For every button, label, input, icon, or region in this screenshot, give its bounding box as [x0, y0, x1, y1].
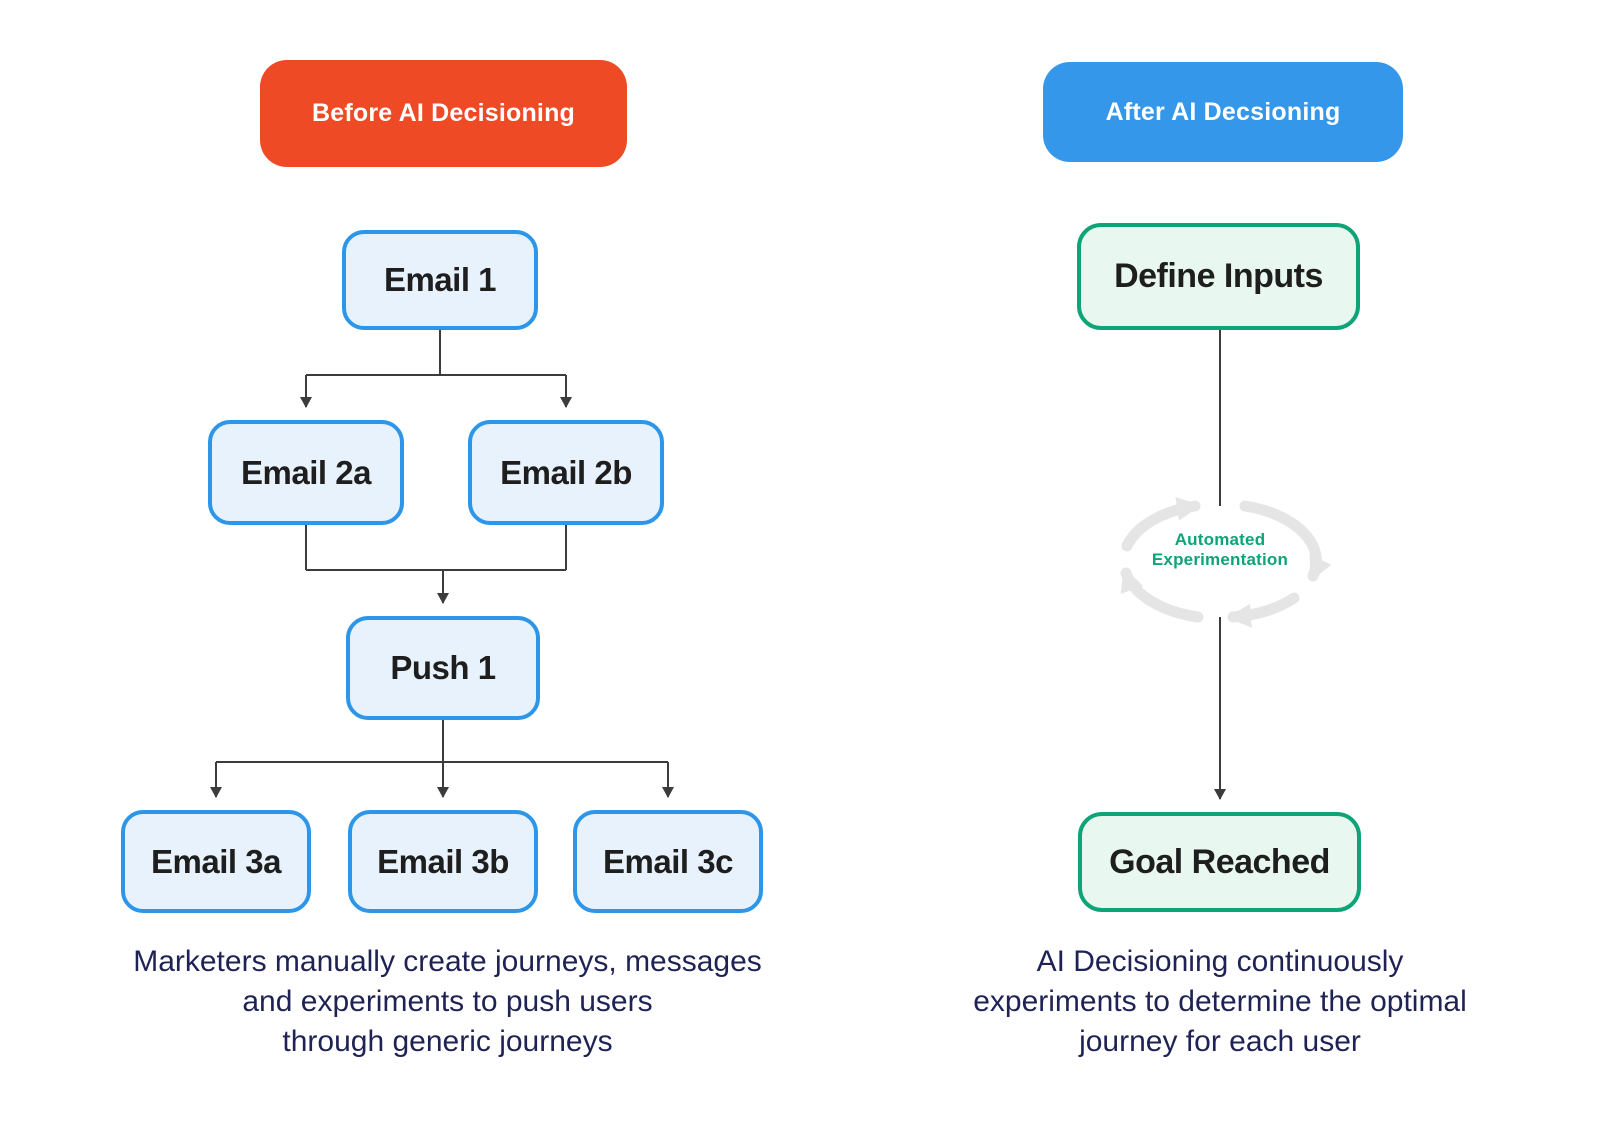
node-push-1: Push 1: [346, 616, 540, 720]
before-ai-header: Before AI Decisioning: [260, 60, 627, 167]
node-goal-reached-label: Goal Reached: [1109, 842, 1330, 881]
before-caption-line3: through generic journeys: [282, 1025, 613, 1058]
after-caption-line1: AI Decisioning continuously: [1036, 945, 1404, 978]
before-ai-header-label: Before AI Decisioning: [311, 99, 576, 127]
node-push-1-label: Push 1: [390, 649, 496, 686]
node-email-1-label: Email 1: [383, 261, 497, 298]
after-caption-line2: experiments to determine the optimal: [973, 985, 1467, 1018]
node-email-3a-label: Email 3a: [151, 842, 281, 880]
node-email-3a: Email 3a: [121, 810, 311, 913]
node-email-3c: Email 3c: [573, 810, 763, 913]
cycle-arrows-icon: [1120, 496, 1332, 628]
node-email-3c-label: Email 3c: [603, 842, 733, 880]
before-caption-line2: and experiments to push users: [242, 985, 653, 1018]
connector-email1-split: [300, 330, 572, 408]
after-ai-header: After AI Decsioning: [1043, 62, 1403, 162]
automated-experimentation-label: Automated Experimentation: [1120, 530, 1320, 570]
connector-push1-fanout: [210, 720, 674, 798]
node-email-2b-label: Email 2b: [500, 453, 632, 491]
automated-experimentation-line1: Automated: [1174, 530, 1266, 549]
after-caption: AI Decisioning continuously experiments …: [895, 942, 1545, 1062]
node-email-2a-label: Email 2a: [241, 453, 371, 491]
node-define-inputs: Define Inputs: [1077, 223, 1360, 330]
node-email-2a: Email 2a: [208, 420, 404, 525]
node-email-3b: Email 3b: [348, 810, 538, 913]
connector-merge-push1: [305, 525, 567, 604]
before-caption: Marketers manually create journeys, mess…: [85, 942, 810, 1062]
after-ai-header-label: After AI Decsioning: [1105, 97, 1341, 126]
automated-experimentation-line2: Experimentation: [1151, 550, 1289, 569]
node-goal-reached: Goal Reached: [1078, 812, 1361, 912]
node-email-2b: Email 2b: [468, 420, 664, 525]
before-caption-line1: Marketers manually create journeys, mess…: [133, 945, 762, 978]
node-email-1: Email 1: [342, 230, 538, 330]
node-define-inputs-label: Define Inputs: [1114, 257, 1323, 295]
node-email-3b-label: Email 3b: [377, 842, 509, 880]
after-caption-line3: journey for each user: [1079, 1025, 1361, 1058]
